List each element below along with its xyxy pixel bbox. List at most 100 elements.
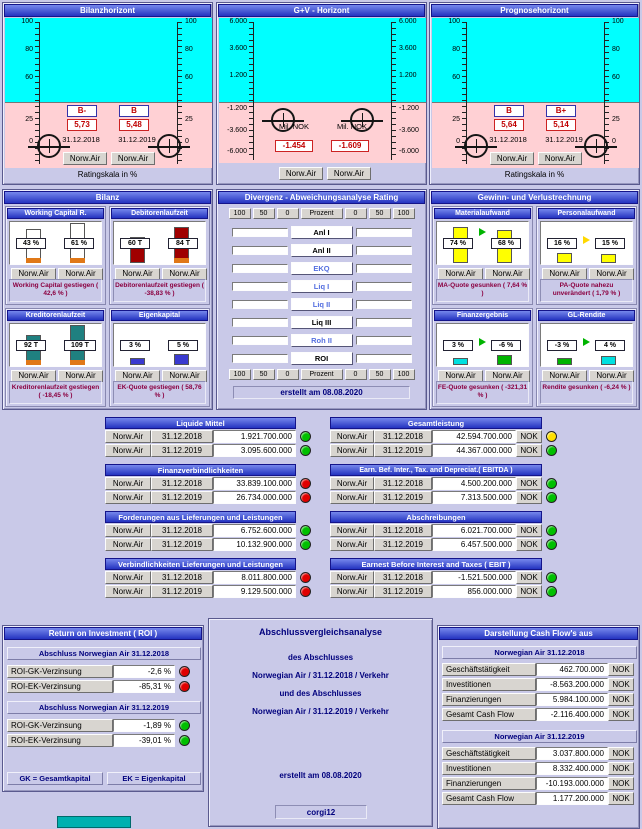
cashflow-row-label: Investitionen bbox=[442, 762, 536, 775]
table-abschreibungen: Abschreibungen Norw.Air 31.12.2018 6.021… bbox=[330, 511, 557, 551]
norw-air-button[interactable]: Norw.Air bbox=[490, 152, 534, 165]
date-button[interactable]: 31.12.2019 bbox=[151, 491, 213, 504]
panel-abschlussvergleich: Abschlussvergleichsanalyse des Abschluss… bbox=[208, 618, 433, 827]
chart-bar bbox=[497, 355, 512, 365]
ratio-label: Liq III bbox=[290, 315, 353, 329]
roi-value-box: -2,6 % bbox=[113, 665, 175, 678]
date-button[interactable]: 31.12.2018 bbox=[151, 524, 213, 537]
table-row: Norw.Air 31.12.2019 26.734.000.000 bbox=[105, 491, 311, 504]
rating-grade-2019: B+ bbox=[546, 105, 576, 117]
mini-title: Finanzergebnis bbox=[434, 310, 531, 321]
date-button[interactable]: 31.12.2018 bbox=[151, 571, 213, 584]
scale-label: -6.000 bbox=[227, 148, 247, 155]
date-button[interactable]: 31.12.2019 bbox=[374, 444, 432, 457]
company-button[interactable]: Norw.Air bbox=[330, 430, 374, 443]
norw-air-button[interactable]: Norw.Air bbox=[111, 152, 155, 165]
panel-cashflow: Darstellung Cash Flow's aus Norwegian Ai… bbox=[437, 625, 640, 829]
mini-status: EK-Quote gestiegen ( 58,76 % ) bbox=[113, 381, 206, 404]
cashflow-section-header: Norwegian Air 31.12.2018 bbox=[442, 646, 637, 659]
date-button[interactable]: 31.12.2019 bbox=[374, 585, 432, 598]
company-button[interactable]: Norw.Air bbox=[330, 571, 374, 584]
date-button[interactable]: 31.12.2019 bbox=[151, 538, 213, 551]
currency-label: NOK bbox=[516, 444, 542, 457]
date-label: 31.12.2019 bbox=[118, 135, 156, 144]
company-button[interactable]: Norw.Air bbox=[330, 538, 374, 551]
company-button[interactable]: Norw.Air bbox=[105, 524, 151, 537]
company-button[interactable]: Norw.Air bbox=[105, 477, 151, 490]
date-button[interactable]: 31.12.2018 bbox=[374, 477, 432, 490]
panel-title: Darstellung Cash Flow's aus bbox=[439, 627, 638, 640]
date-button[interactable]: 31.12.2018 bbox=[374, 430, 432, 443]
table-row: Norw.Air 31.12.2018 -1.521.500.000 NOK bbox=[330, 571, 557, 584]
scale-label: 80 bbox=[452, 46, 460, 53]
cashflow-value-box: -8.563.200.000 bbox=[536, 678, 608, 691]
right-ruler bbox=[391, 22, 396, 160]
scale-label: -3.600 bbox=[399, 127, 419, 134]
status-indicator bbox=[546, 525, 557, 536]
company-button[interactable]: Norw.Air bbox=[105, 430, 151, 443]
cashflow-value-box: 8.332.400.000 bbox=[536, 762, 608, 775]
status-indicator bbox=[300, 492, 311, 503]
company-button[interactable]: Norw.Air bbox=[330, 444, 374, 457]
date-button[interactable]: 31.12.2019 bbox=[151, 444, 213, 457]
status-indicator bbox=[300, 525, 311, 536]
scale-label: 1.200 bbox=[229, 72, 247, 79]
company-button[interactable]: Norw.Air bbox=[330, 477, 374, 490]
scale-label: 25 bbox=[185, 116, 193, 123]
date-button[interactable]: 31.12.2018 bbox=[374, 571, 432, 584]
company-button[interactable]: Norw.Air bbox=[105, 585, 151, 598]
currency-label: NOK bbox=[608, 792, 634, 805]
table-row: Norw.Air 31.12.2019 6.457.500.000 NOK bbox=[330, 538, 557, 551]
company-button[interactable]: Norw.Air bbox=[330, 585, 374, 598]
table-ebitda: Earn. Bef. Inter., Tax. and Depreciat.( … bbox=[330, 464, 557, 504]
mini-chart: -3 % 4 % bbox=[540, 323, 633, 367]
date-button[interactable]: 31.12.2019 bbox=[151, 585, 213, 598]
table-ebit: Earnest Before Interest and Taxes ( EBIT… bbox=[330, 558, 557, 598]
date-button[interactable]: 31.12.2018 bbox=[151, 477, 213, 490]
scale-box: 0 bbox=[276, 208, 299, 219]
company-button[interactable]: Norw.Air bbox=[105, 571, 151, 584]
deviation-bar-right bbox=[355, 335, 412, 345]
mini-status: Debitorenlaufzeit gestiegen ( -38,83 % ) bbox=[113, 279, 206, 302]
scale-box: 100 bbox=[228, 369, 251, 380]
roi-row: ROI-GK-Verzinsung -2,6 % bbox=[7, 665, 190, 678]
scale-box: 100 bbox=[392, 208, 415, 219]
value-box: 10.132.900.000 bbox=[213, 538, 296, 551]
norw-air-button[interactable]: Norw.Air bbox=[63, 152, 107, 165]
company-button[interactable]: Norw.Air bbox=[105, 491, 151, 504]
left-ruler bbox=[35, 22, 40, 164]
date-button[interactable]: 31.12.2018 bbox=[151, 430, 213, 443]
mini-chart: 43 % 61 % bbox=[9, 221, 102, 265]
date-button[interactable]: 31.12.2019 bbox=[374, 538, 432, 551]
date-label: 31.12.2018 bbox=[62, 135, 100, 144]
chart-bar-base bbox=[26, 360, 41, 365]
company-button[interactable]: Norw.Air bbox=[105, 538, 151, 551]
ratio-label: ROI bbox=[290, 351, 353, 365]
date-button[interactable]: 31.12.2018 bbox=[374, 524, 432, 537]
norw-air-button[interactable]: Norw.Air bbox=[279, 167, 323, 180]
company-button[interactable]: Norw.Air bbox=[105, 444, 151, 457]
scale-label: 6.000 bbox=[229, 18, 247, 25]
deviation-bar-right bbox=[355, 263, 412, 273]
value-box: -1.521.500.000 bbox=[432, 571, 516, 584]
value-box: 1.921.700.000 bbox=[213, 430, 296, 443]
company-button[interactable]: Norw.Air bbox=[330, 491, 374, 504]
date-button[interactable]: 31.12.2019 bbox=[374, 491, 432, 504]
cashflow-row: Geschäftstätigkeit 3.037.800.000 NOK bbox=[442, 747, 634, 760]
norw-air-button[interactable]: Norw.Air bbox=[538, 152, 582, 165]
analysis-line: des Abschlusses bbox=[287, 653, 354, 662]
status-indicator bbox=[546, 572, 557, 583]
company-button[interactable]: Norw.Air bbox=[330, 524, 374, 537]
scale-label: 0 bbox=[185, 138, 189, 145]
panel-title: Prognosehorizont bbox=[431, 4, 638, 17]
scale-label: 60 bbox=[452, 74, 460, 81]
attitude-indicator-icon bbox=[575, 134, 617, 158]
norw-air-button[interactable]: Norw.Air bbox=[327, 167, 371, 180]
created-label: erstellt am 08.08.2020 bbox=[280, 388, 363, 397]
roi-value-box: -1,89 % bbox=[113, 719, 175, 732]
panel-guv: Gewinn- und Verlustrechnung Materialaufw… bbox=[429, 189, 640, 410]
deviation-bar-right bbox=[355, 227, 412, 237]
divergenz-scale-bottom: 100 50 0 Prozent 0 50 100 bbox=[219, 369, 424, 380]
cashflow-value-box: 3.037.800.000 bbox=[536, 747, 608, 760]
gauge-footer: Ratingskala in % bbox=[77, 170, 138, 179]
